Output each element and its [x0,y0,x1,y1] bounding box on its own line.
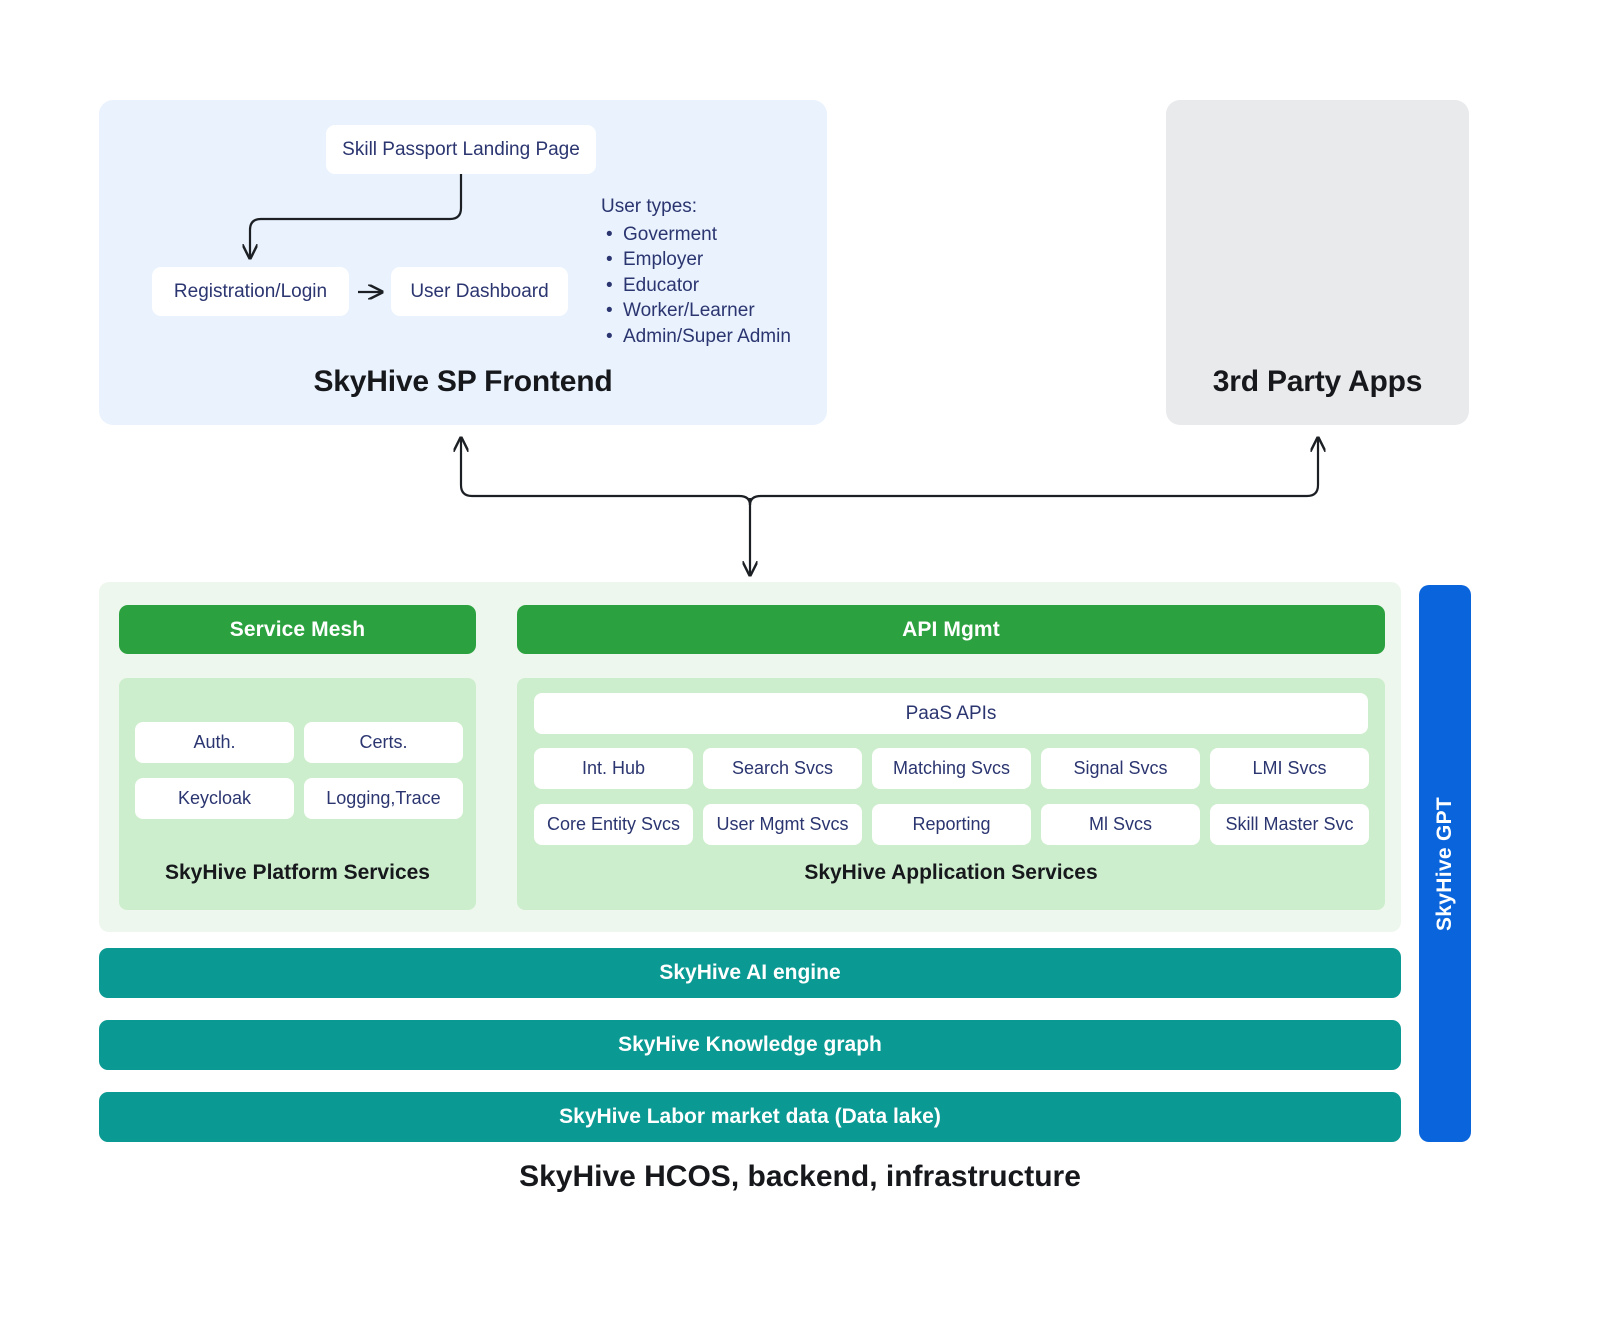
bar-skyhive-labor-market-data[interactable]: SkyHive Labor market data (Data lake) [99,1092,1401,1142]
group-title-application: SkyHive Application Services [804,861,1098,884]
service-box[interactable]: Int. Hub [534,748,693,789]
group-application-services: PaaS APIs Int. Hub Search Svcs Matching … [517,678,1385,910]
connector-backend-to-third-party [748,438,1318,506]
bar-skyhive-ai-engine[interactable]: SkyHive AI engine [99,948,1401,998]
user-types-items: Goverment Employer Educator Worker/Learn… [601,222,791,350]
service-box[interactable]: Auth. [135,722,294,763]
bar-skyhive-gpt[interactable]: SkyHive GPT [1419,585,1471,1142]
user-types-list: User types: Goverment Employer Educator … [601,194,791,350]
node-label: Registration/Login [173,280,328,302]
panel-title-third-party: 3rd Party Apps [1212,365,1423,398]
bar-label: SkyHive Knowledge graph [618,1033,882,1056]
panel-title-frontend: SkyHive SP Frontend [313,365,613,398]
bar-label: Service Mesh [229,617,366,641]
node-label: Skill Passport Landing Page [342,138,580,160]
connector-backend-to-frontend [461,438,752,506]
group-platform-services: Auth. Certs. Keycloak Logging,Trace SkyH… [119,678,476,910]
service-box[interactable]: Core Entity Svcs [534,804,693,845]
bar-label: SkyHive GPT [1433,796,1456,931]
user-types-heading: User types: [601,196,698,217]
bar-skyhive-knowledge-graph[interactable]: SkyHive Knowledge graph [99,1020,1401,1070]
service-box[interactable]: LMI Svcs [1210,748,1369,789]
service-label: PaaS APIs [905,702,997,724]
bar-label: SkyHive Labor market data (Data lake) [559,1105,941,1128]
bar-label: SkyHive AI engine [659,961,841,984]
service-box[interactable]: Certs. [304,722,463,763]
service-box[interactable]: Logging,Trace [304,778,463,819]
service-box[interactable]: Ml Svcs [1041,804,1200,845]
service-box[interactable]: Skill Master Svc [1210,804,1369,845]
panel-third-party-apps [1166,100,1469,425]
service-box[interactable]: Reporting [872,804,1031,845]
list-item: Worker/Learner [606,298,791,324]
service-box[interactable]: Search Svcs [703,748,862,789]
node-label: User Dashboard [410,280,549,302]
bar-label: API Mgmt [902,617,1000,641]
service-box-paas-apis[interactable]: PaaS APIs [534,693,1368,734]
node-skill-passport-landing-page[interactable]: Skill Passport Landing Page [326,125,596,174]
list-item: Educator [606,273,791,299]
list-item: Goverment [606,222,791,248]
bar-api-mgmt[interactable]: API Mgmt [517,605,1385,654]
list-item: Admin/Super Admin [606,324,791,350]
footer-caption: SkyHive HCOS, backend, infrastructure [519,1160,1081,1193]
node-user-dashboard[interactable]: User Dashboard [391,267,568,316]
service-box[interactable]: Signal Svcs [1041,748,1200,789]
service-box[interactable]: User Mgmt Svcs [703,804,862,845]
list-item: Employer [606,247,791,273]
bar-service-mesh[interactable]: Service Mesh [119,605,476,654]
group-title-platform: SkyHive Platform Services [165,861,430,884]
service-box[interactable]: Matching Svcs [872,748,1031,789]
node-registration-login[interactable]: Registration/Login [152,267,349,316]
service-box[interactable]: Keycloak [135,778,294,819]
